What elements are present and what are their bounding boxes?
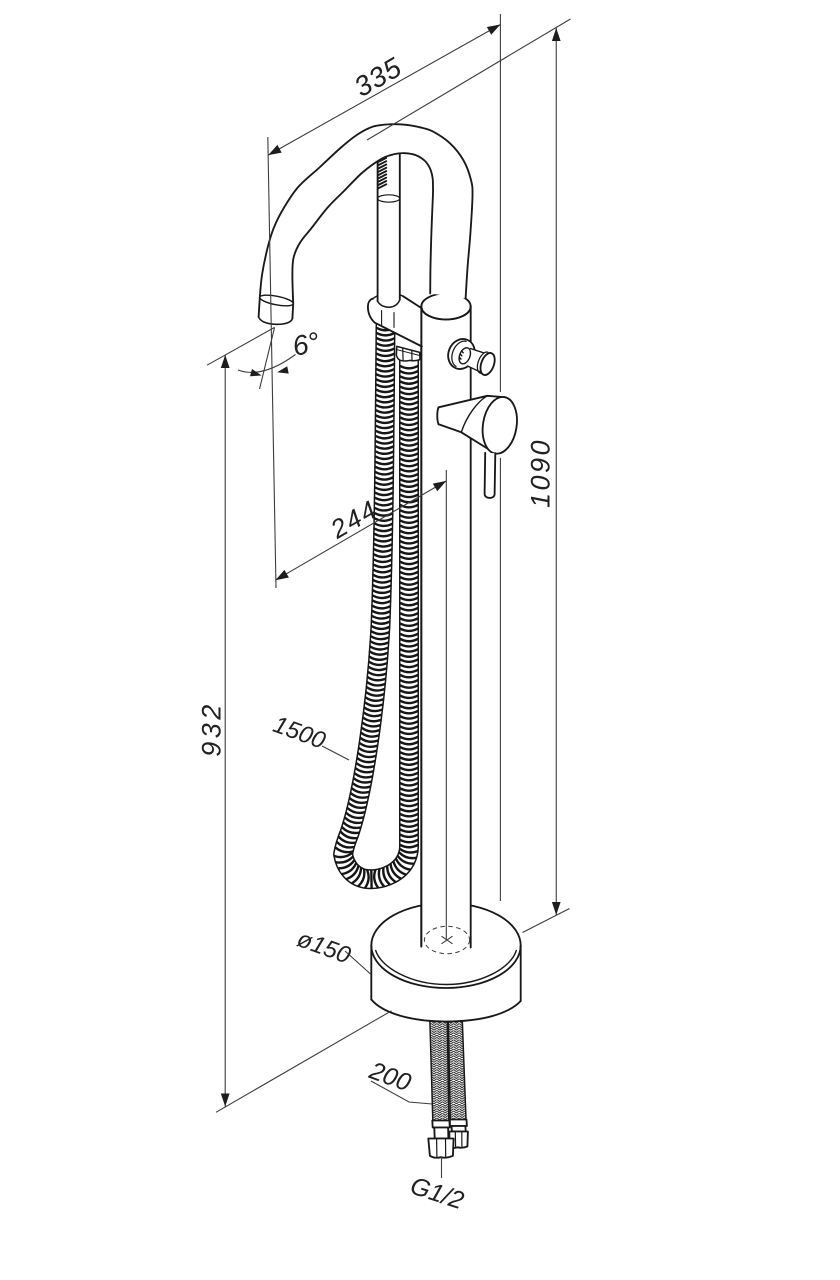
svg-text:932: 932 <box>197 701 227 757</box>
svg-text:6°: 6° <box>290 326 323 362</box>
svg-text:1090: 1090 <box>526 438 556 508</box>
